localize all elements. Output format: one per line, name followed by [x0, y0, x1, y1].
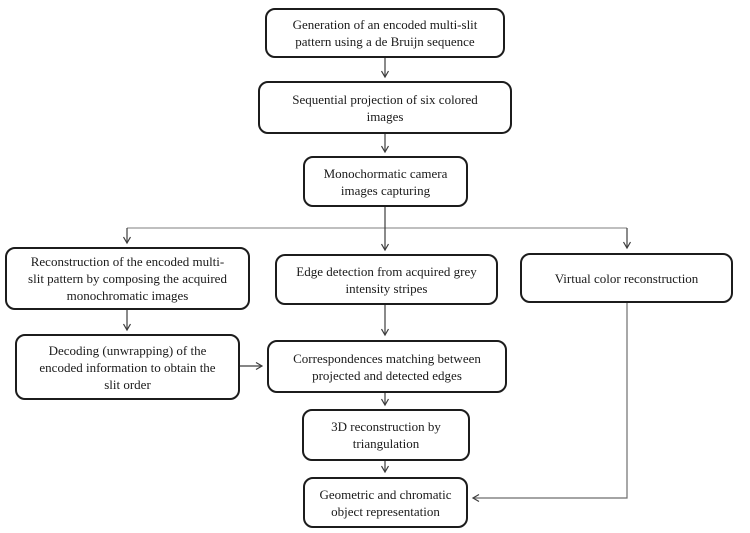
node-generation: Generation of an encoded multi-slit patt… [265, 8, 505, 58]
node-generation-label: pattern using a de Bruijn sequence [295, 34, 475, 49]
node-virtual-color-label: Virtual color reconstruction [554, 270, 699, 286]
node-triangulation: 3D reconstruction by triangulation [302, 409, 470, 461]
node-triangulation-label: 3D reconstruction by [331, 419, 441, 434]
node-capture-label: Monochormatic camera [323, 165, 448, 181]
node-capture: Monochormatic camera images capturing [303, 156, 468, 207]
node-reconstruction-label: monochromatic images [66, 288, 189, 303]
node-projection-label: images [366, 108, 404, 124]
node-projection: Sequential projection of six colored ima… [258, 81, 512, 134]
node-decoding: Decoding (unwrapping) of the encoded inf… [15, 334, 240, 400]
node-correspondences-label: Correspondences matching between [293, 350, 481, 366]
node-reconstruction-label: slit pattern by composing the acquired [28, 271, 227, 286]
node-reconstruction: Reconstruction of the encoded multi- sli… [5, 247, 250, 310]
node-decoding-label: slit order [104, 376, 151, 392]
node-correspondences-label: projected and detected edges [312, 367, 462, 383]
node-virtual-color: Virtual color reconstruction [520, 253, 733, 303]
node-representation-label: Geometric and chromatic [319, 486, 452, 502]
edge-virtual-color-to-representation [471, 302, 628, 503]
node-representation-label: object representation [331, 503, 440, 519]
node-edge-detection-label: Edge detection from acquired grey [296, 263, 477, 279]
node-projection-label: Sequential projection of six colored [292, 91, 478, 107]
node-generation-label: Generation of an encoded multi-slit [292, 17, 478, 32]
node-decoding-label: encoded information to obtain the [39, 359, 216, 375]
node-correspondences: Correspondences matching between project… [267, 340, 507, 393]
node-representation: Geometric and chromatic object represent… [303, 477, 468, 528]
node-reconstruction-label: Reconstruction of the encoded multi- [30, 254, 225, 269]
node-decoding-label: Decoding (unwrapping) of the [48, 342, 207, 358]
node-capture-label: images capturing [340, 182, 431, 198]
node-triangulation-label: triangulation [352, 436, 420, 451]
node-edge-detection-label: intensity stripes [345, 280, 428, 296]
node-edge-detection: Edge detection from acquired grey intens… [275, 254, 498, 305]
